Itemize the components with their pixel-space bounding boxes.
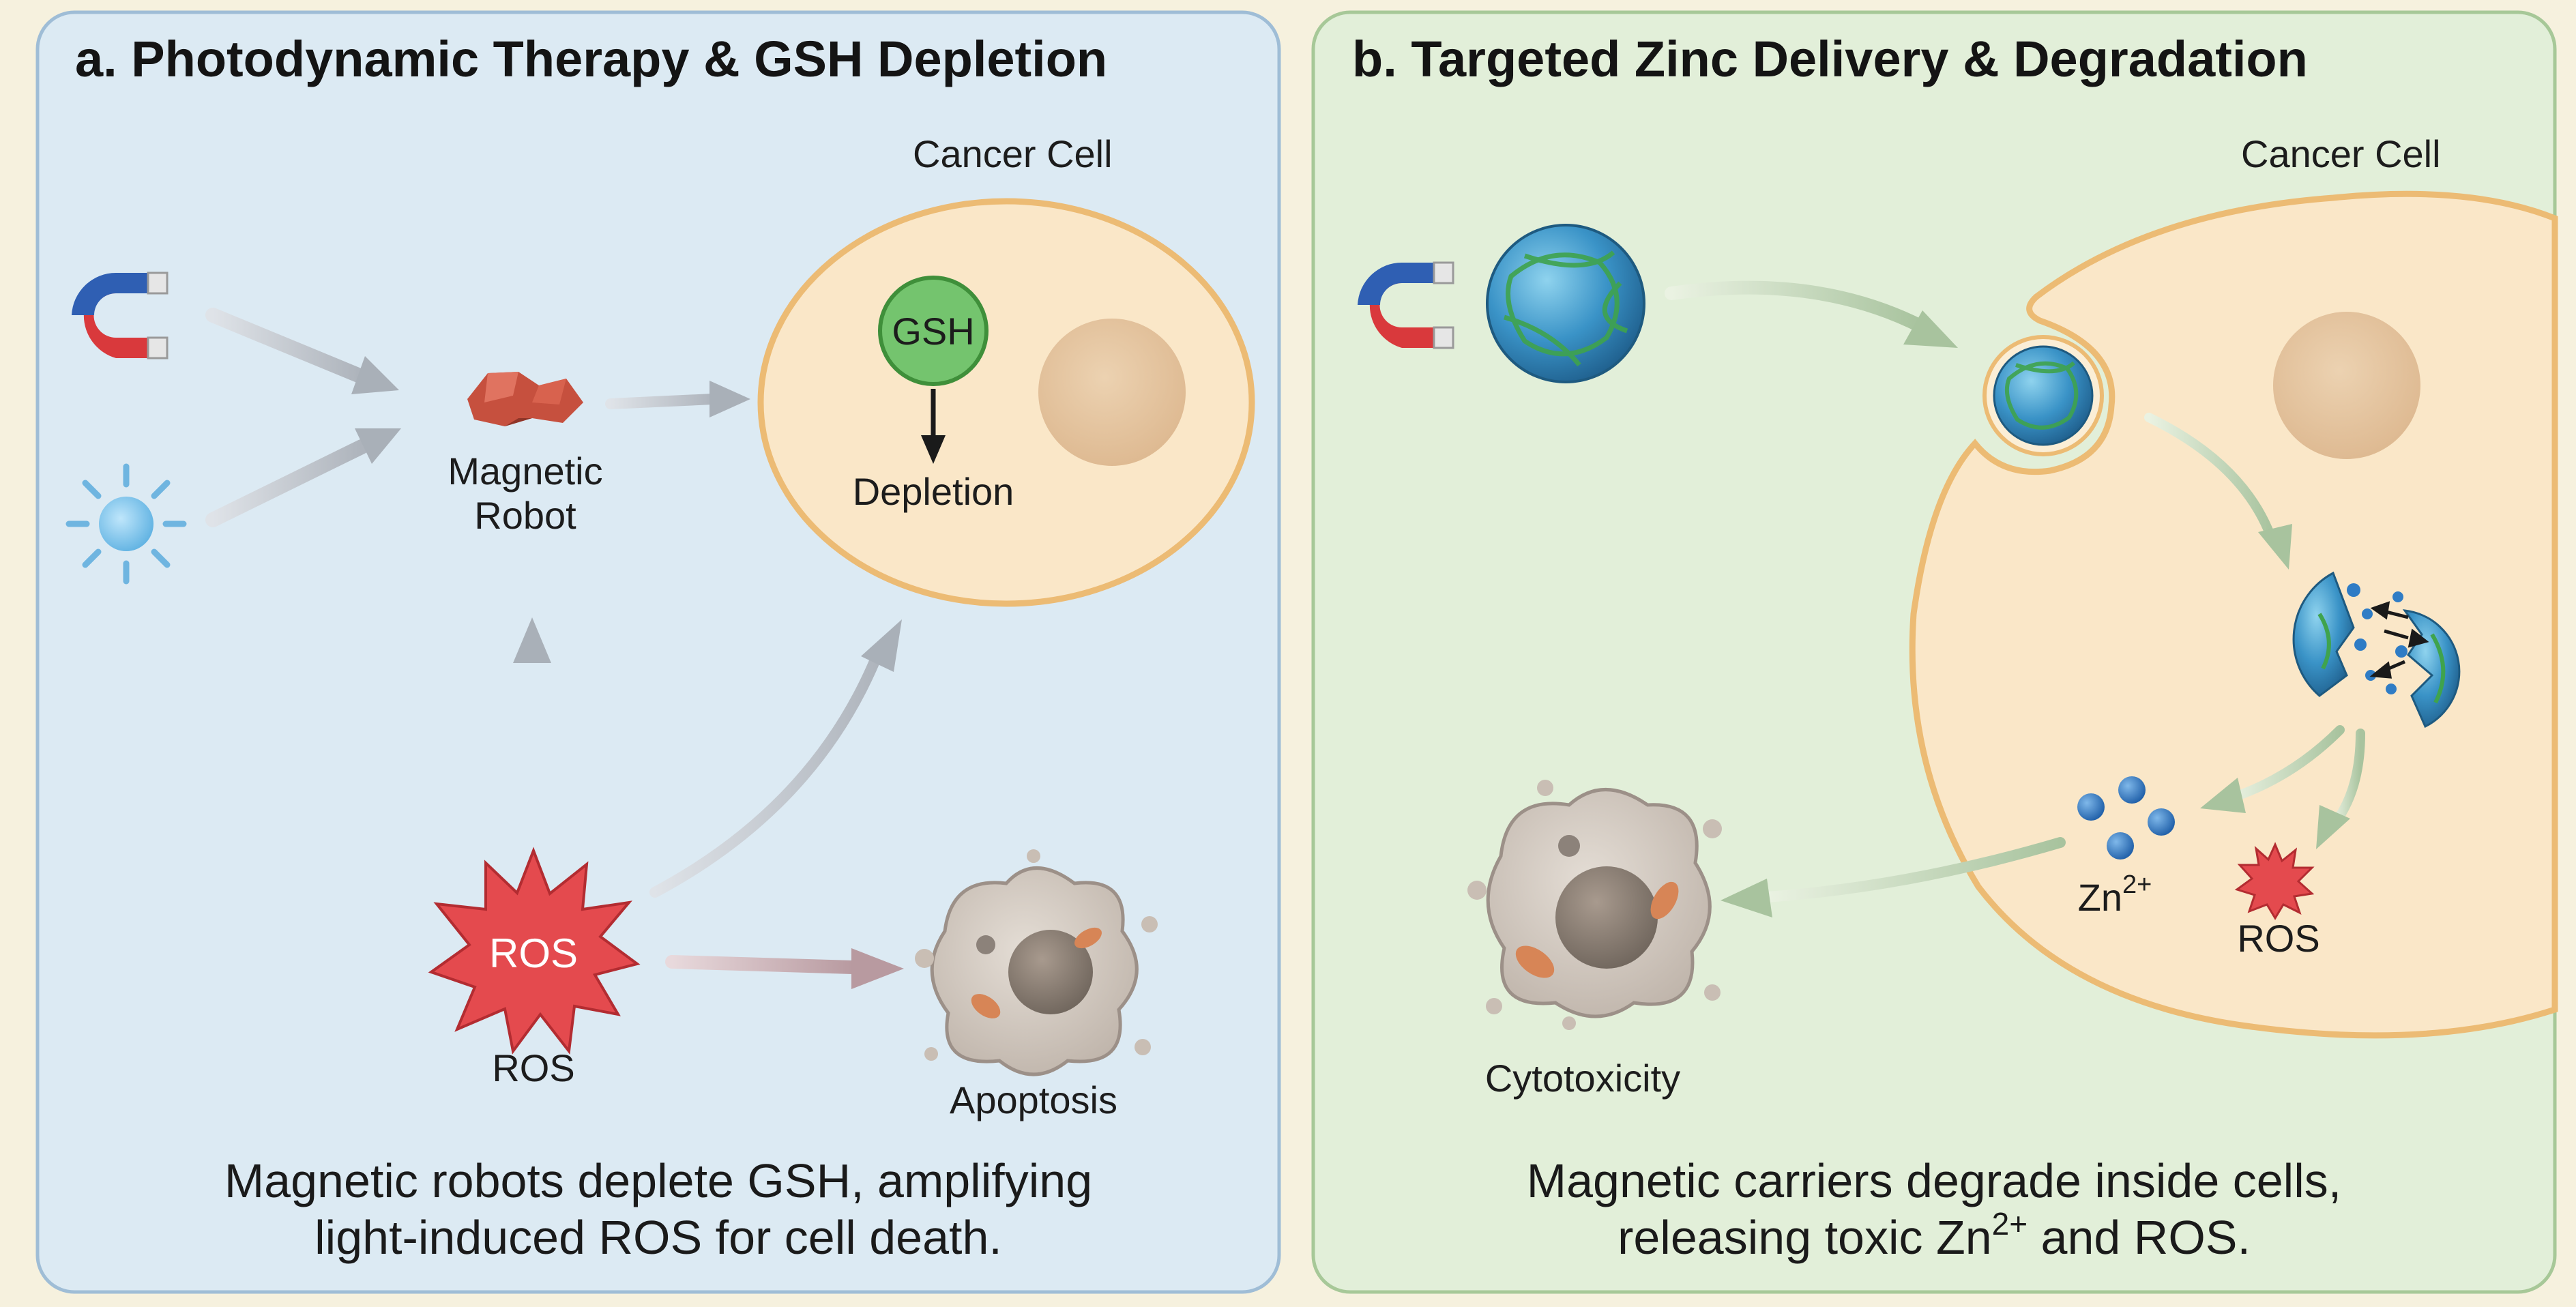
apoptotic-cell-icon (915, 849, 1158, 1076)
gsh-label: GSH (892, 310, 974, 353)
cancer-cell-a (757, 198, 1255, 607)
arrow-degrading-to-ros (2316, 729, 2365, 849)
panel-b-caption-line2: releasing toxic Zn2+ and ROS. (1618, 1206, 2251, 1264)
light-icon (65, 463, 187, 585)
arrow-zn-to-cytotoxicity (1721, 837, 2066, 917)
arrow-ros-to-apoptosis (665, 948, 904, 989)
arrow-ros-to-robot (513, 617, 551, 841)
gsh-icon (878, 276, 989, 386)
panel-a-caption-line1: Magnetic robots deplete GSH, amplifying (224, 1154, 1092, 1207)
arrow-light-to-robot (205, 428, 401, 527)
arrow-magnet-to-robot (205, 308, 399, 394)
magnet-icon-b (1358, 261, 1454, 349)
panel-a-title: a. Photodynamic Therapy & GSH Depletion (75, 31, 1107, 87)
nucleus-b (2273, 312, 2420, 459)
arrow-carrier-to-cell (1665, 280, 1958, 348)
zinc-ions-icon (2077, 776, 2175, 860)
panel-a-caption-line2: light-induced ROS for cell death. (314, 1211, 1002, 1264)
magnetic-robot-icon (467, 372, 583, 426)
arrow-entering-to-degrading (2144, 413, 2292, 570)
panel-a-cell-label: Cancer Cell (913, 132, 1113, 175)
degrading-carrier-icon (2292, 571, 2461, 729)
depletion-arrow (921, 389, 946, 464)
arrow-degrading-to-zn (2200, 725, 2345, 813)
panel-b: b. Targeted Zinc Delivery & Degradation … (1311, 10, 2558, 1294)
ros-small-burst-icon (2234, 842, 2315, 920)
magnetic-carrier-icon (1486, 224, 1645, 383)
ros-burst-text: ROS (489, 930, 578, 976)
robot-label-line1: Magnetic (448, 450, 602, 493)
zn-label: Zn2+ (2078, 870, 2152, 919)
ros-burst-icon (428, 847, 641, 1055)
arrow-ros-to-cell (649, 619, 902, 898)
nucleus-a (1038, 319, 1186, 466)
magnet-icon (72, 271, 169, 359)
panel-b-title: b. Targeted Zinc Delivery & Degradation (1352, 31, 2308, 87)
apoptosis-label: Apoptosis (950, 1078, 1117, 1121)
panel-b-caption-line1: Magnetic carriers degrade inside cells, (1527, 1154, 2341, 1207)
ros-label-b: ROS (2237, 917, 2319, 960)
arrow-robot-to-cell (605, 381, 750, 417)
cytotoxic-cell-icon (1467, 780, 1722, 1030)
carrier-entering-icon (1982, 335, 2104, 456)
depletion-label: Depletion (853, 470, 1014, 513)
robot-label-line2: Robot (474, 494, 576, 537)
ros-label: ROS (492, 1046, 574, 1089)
cytotoxicity-label: Cytotoxicity (1485, 1057, 1680, 1100)
panel-b-cell-label: Cancer Cell (2241, 132, 2441, 175)
panel-a: a. Photodynamic Therapy & GSH Depletion (35, 10, 1281, 1294)
